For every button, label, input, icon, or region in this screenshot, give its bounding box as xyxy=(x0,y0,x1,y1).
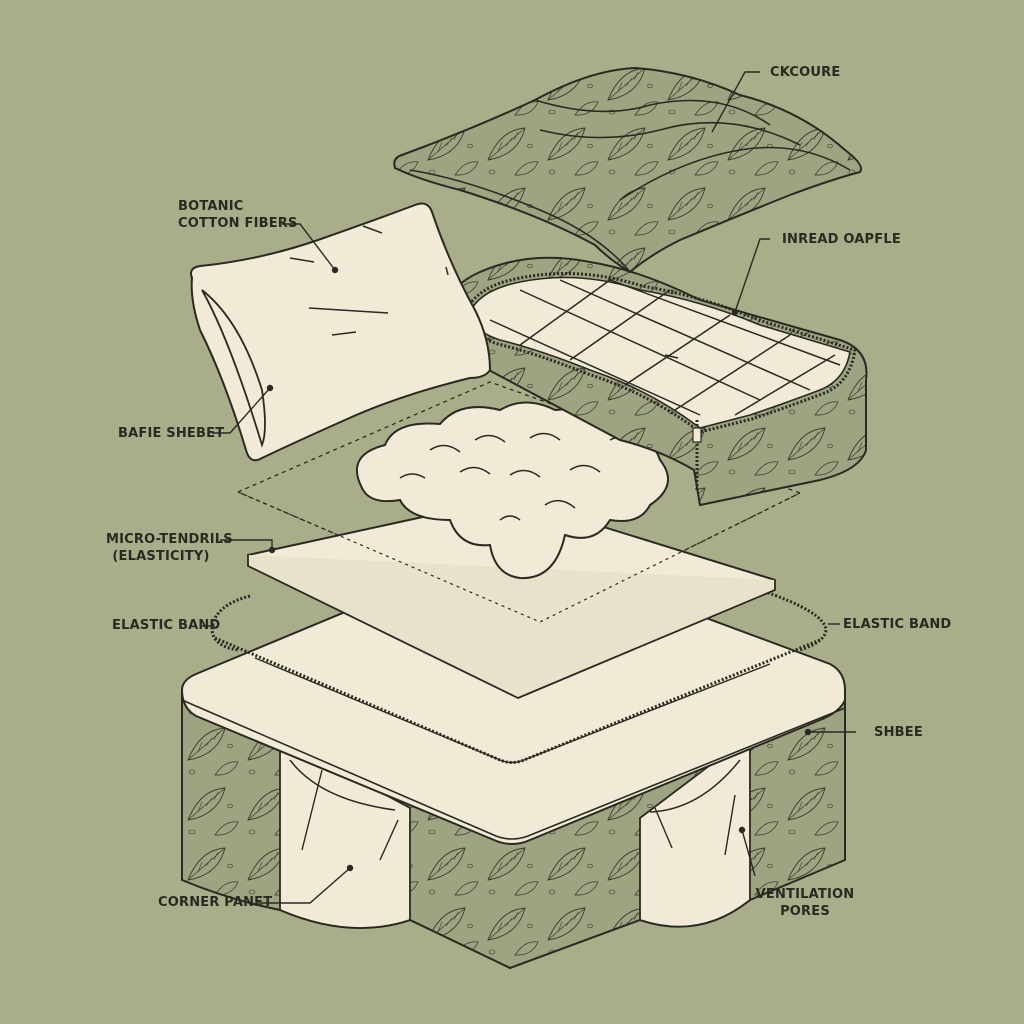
label-inread: INREAD OAPFLE xyxy=(782,232,901,247)
label-botanic-line1: BOTANIC xyxy=(178,199,244,214)
label-base-sheet: BAFIE SHEBET xyxy=(118,426,225,441)
cream-pillow xyxy=(190,202,492,462)
label-botanic-line2: COTTON FIBERS xyxy=(178,216,298,231)
label-elastic-band-right: ELASTIC BAND xyxy=(843,617,952,632)
label-botanic-cotton-fibers: BOTANIC COTTON FIBERS xyxy=(178,198,298,232)
thin-sheet xyxy=(237,491,801,699)
label-ventilation-line1: VENTILATION xyxy=(755,887,855,902)
label-enclosure: CKCOURE xyxy=(770,65,841,80)
label-ventilation-line2: PORES xyxy=(780,904,830,919)
label-elastic-band-left: ELASTIC BAND xyxy=(112,618,221,633)
label-micro-tendrils: MICRO-TENDRILS (ELASTICITY) xyxy=(106,531,233,565)
label-micro-line1: MICRO-TENDRILS xyxy=(106,532,233,547)
label-ventilation-pores: VENTILATION PORES xyxy=(755,886,855,920)
elastic-band xyxy=(210,588,828,652)
cloud-fiber-fill xyxy=(356,401,669,580)
label-micro-line2: (ELASTICITY) xyxy=(112,549,210,564)
label-sheet: SHBEE xyxy=(874,725,923,740)
leaf-pillow xyxy=(393,66,862,274)
leader-lines xyxy=(202,71,856,904)
label-corner-panel: CORNER PANET xyxy=(158,895,273,910)
quilted-pad xyxy=(443,256,868,507)
